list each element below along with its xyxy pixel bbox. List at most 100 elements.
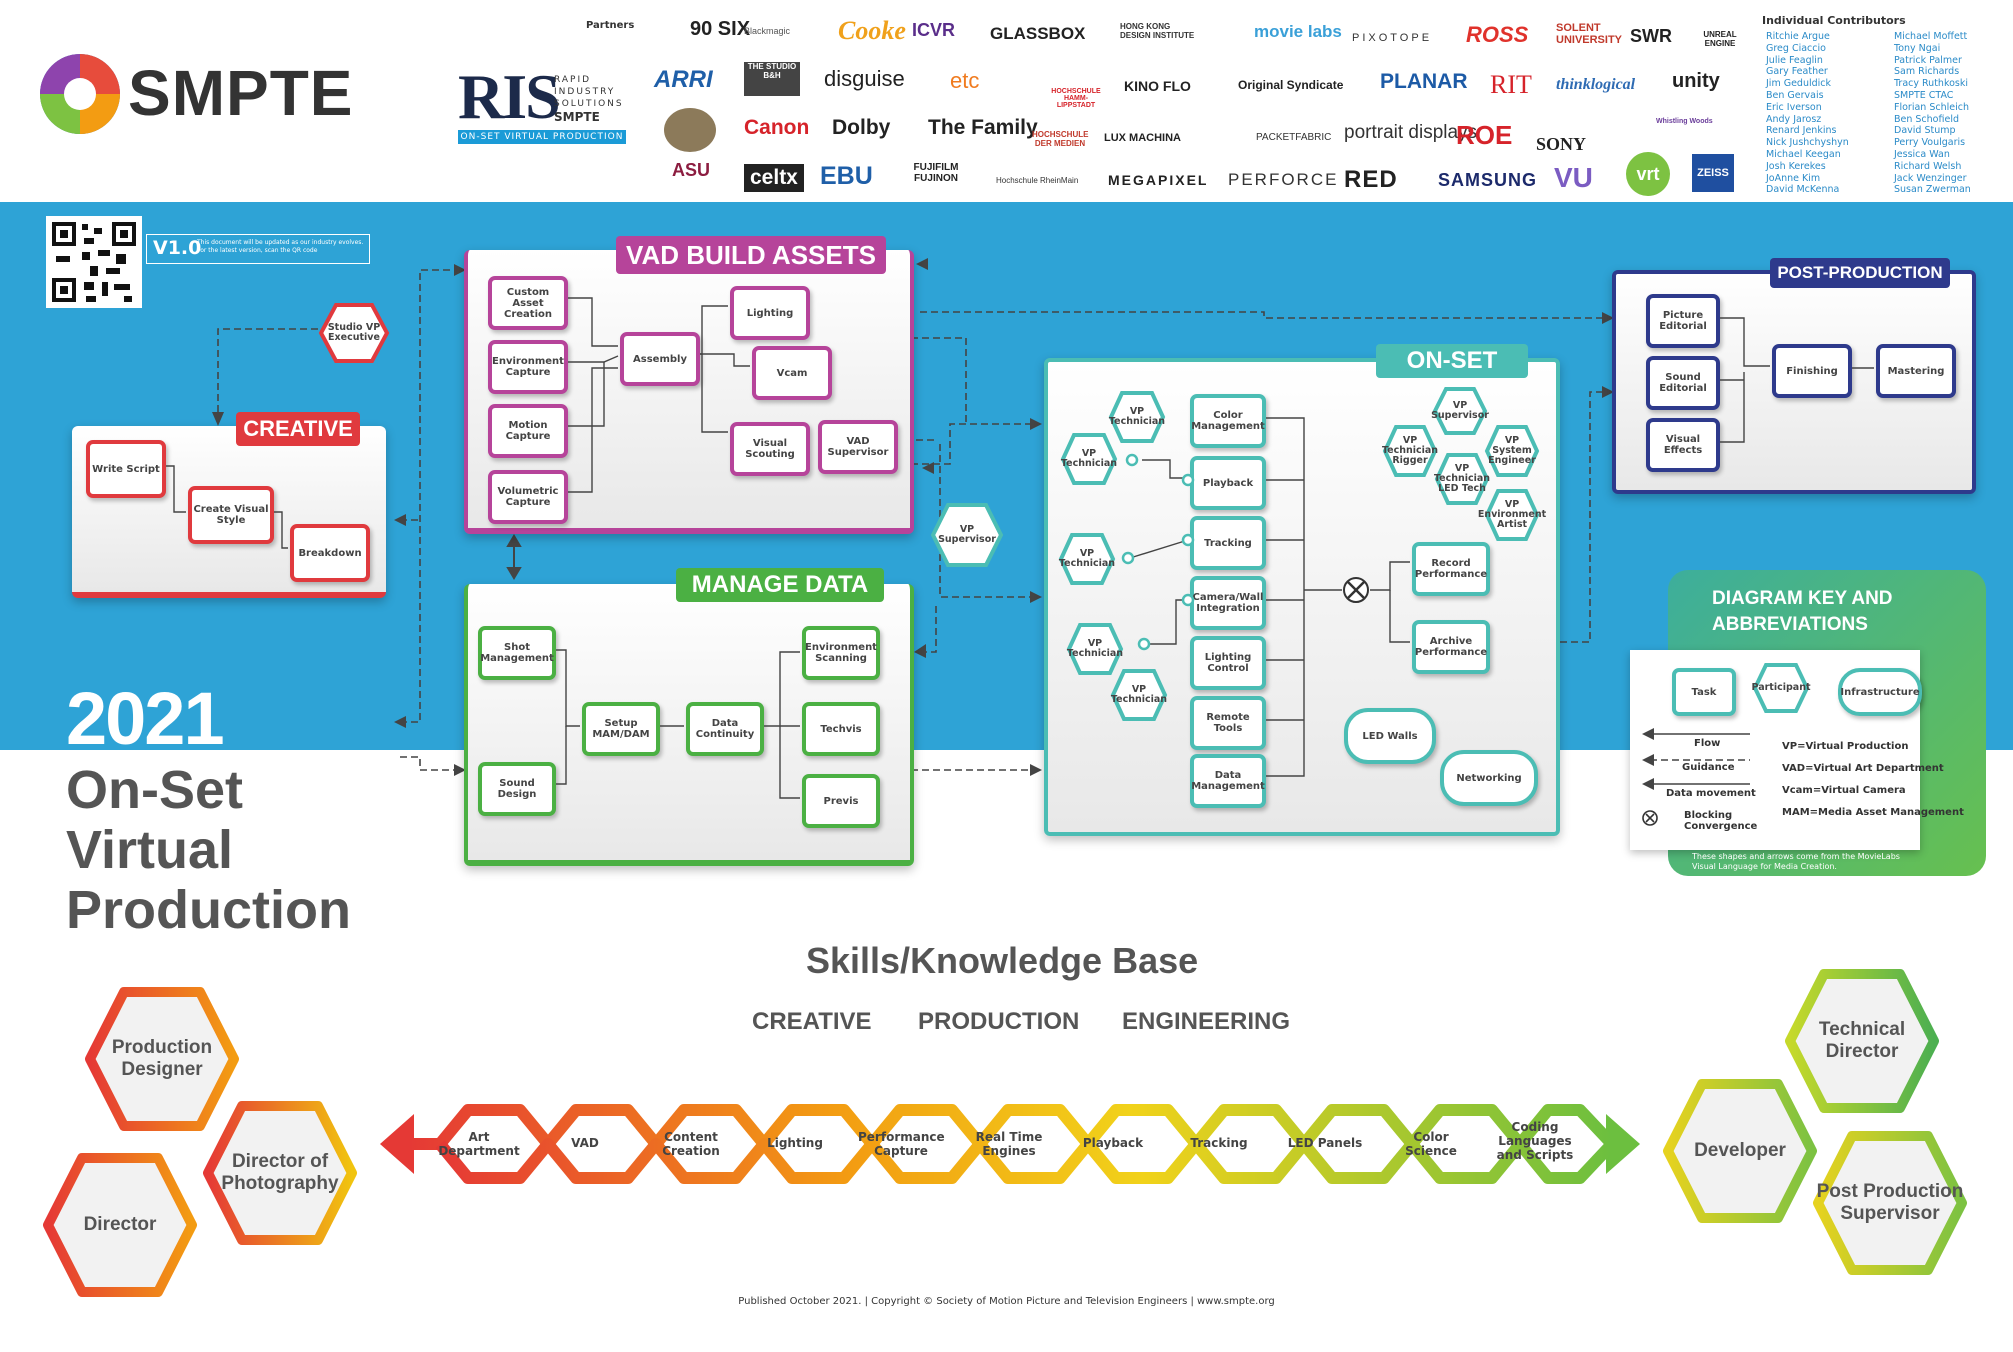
- partner-kinoflo[interactable]: KINO FLO: [1124, 78, 1191, 94]
- partner-hs-rheinmain[interactable]: Hochschule RheinMain: [996, 176, 1079, 185]
- partner-the-family[interactable]: The Family: [928, 116, 1038, 139]
- participant-vp-technician[interactable]: VP Technician: [1110, 668, 1168, 722]
- partner-icvr[interactable]: ICVR: [912, 20, 956, 40]
- partner-perforce[interactable]: PERFORCE: [1228, 170, 1339, 189]
- task-sound-editorial[interactable]: Sound Editorial: [1646, 356, 1720, 410]
- task-lighting-control[interactable]: Lighting Control: [1190, 636, 1266, 690]
- partner-movielabs[interactable]: movie labs: [1254, 22, 1342, 41]
- participant-vp-technician[interactable]: VP Technician: [1060, 432, 1118, 486]
- task-visual-scouting[interactable]: Visual Scouting: [730, 422, 810, 476]
- partner-vu[interactable]: VU: [1554, 162, 1593, 193]
- participant-vp-environment-artist[interactable]: VP Environment Artist: [1478, 488, 1546, 542]
- partner-disguise[interactable]: disguise: [824, 66, 905, 91]
- task-mastering[interactable]: Mastering: [1876, 344, 1956, 398]
- smpte-logo[interactable]: [38, 52, 398, 142]
- task-lighting[interactable]: Lighting: [730, 286, 810, 340]
- task-vcam[interactable]: Vcam: [752, 346, 832, 400]
- partner-original-syndicate[interactable]: Original Syndicate: [1238, 78, 1344, 92]
- task-write-script[interactable]: Write Script: [86, 440, 166, 498]
- task-assembly[interactable]: Assembly: [620, 332, 700, 386]
- participant-vp-technician-rigger[interactable]: VP Technician Rigger: [1382, 424, 1438, 478]
- task-picture-editorial[interactable]: Picture Editorial: [1646, 294, 1720, 348]
- task-finishing[interactable]: Finishing: [1772, 344, 1852, 398]
- task-custom-asset-creation[interactable]: Custom Asset Creation: [488, 276, 568, 330]
- participant-vp-system-engineer[interactable]: VP System Engineer: [1484, 424, 1540, 478]
- role-developer[interactable]: Developer: [1662, 1078, 1818, 1224]
- participant-vp-technician-led[interactable]: VP Technician LED Tech: [1434, 452, 1490, 506]
- partner-vrt[interactable]: vrt: [1626, 152, 1670, 196]
- role-technical-director[interactable]: Technical Director: [1784, 968, 1940, 1114]
- partner-seal-icon[interactable]: [664, 108, 716, 152]
- partner-rit[interactable]: RIT: [1490, 70, 1532, 99]
- partner-canon[interactable]: Canon: [744, 116, 810, 139]
- participant-studio-vp-executive[interactable]: Studio VP Executive: [318, 302, 390, 364]
- role-director-of-photography[interactable]: Director of Photography: [202, 1100, 358, 1246]
- task-create-visual-style[interactable]: Create Visual Style: [188, 486, 274, 544]
- task-environment-capture[interactable]: Environment Capture: [488, 340, 568, 394]
- partner-cooke[interactable]: Cooke: [838, 16, 906, 45]
- partner-studio-bh[interactable]: THE STUDIO B&H: [744, 62, 800, 96]
- role-post-production-supervisor[interactable]: Post Production Supervisor: [1812, 1130, 1968, 1276]
- partner-red[interactable]: RED: [1344, 166, 1398, 193]
- qr-code-icon[interactable]: [46, 216, 142, 308]
- task-visual-effects[interactable]: Visual Effects: [1646, 418, 1720, 472]
- infra-networking[interactable]: Networking: [1440, 750, 1538, 806]
- partner-portrait-displays[interactable]: portrait displays: [1344, 122, 1478, 143]
- partner-roe[interactable]: ROE: [1456, 120, 1513, 150]
- task-sound-design[interactable]: Sound Design: [478, 762, 556, 816]
- partner-hkdi[interactable]: HONG KONG DESIGN INSTITUTE: [1120, 22, 1195, 40]
- task-data-continuity[interactable]: Data Continuity: [686, 702, 764, 756]
- role-director[interactable]: Director: [42, 1152, 198, 1298]
- partner-megapixel[interactable]: MEGAPIXEL: [1108, 172, 1209, 188]
- partner-whistling-woods[interactable]: Whistling Woods: [1656, 118, 1713, 125]
- task-environment-scanning[interactable]: Environment Scanning: [802, 626, 880, 680]
- participant-vp-technician[interactable]: VP Technician: [1108, 390, 1166, 444]
- partner-blackmagic[interactable]: Blackmagic: [744, 26, 791, 36]
- partner-packetfabric[interactable]: PACKETFABRIC: [1256, 132, 1332, 143]
- task-breakdown[interactable]: Breakdown: [290, 524, 370, 582]
- partner-ebu[interactable]: EBU: [820, 162, 873, 190]
- partner-swr[interactable]: SWR: [1630, 26, 1672, 46]
- partner-pixotope[interactable]: PIXOTOPE: [1352, 32, 1433, 44]
- partner-90six[interactable]: 90 SIX: [690, 18, 751, 40]
- participant-vp-technician[interactable]: VP Technician: [1058, 532, 1116, 586]
- partner-dolby[interactable]: Dolby: [832, 116, 891, 139]
- task-motion-capture[interactable]: Motion Capture: [488, 404, 568, 458]
- task-camera-wall-integration[interactable]: Camera/Wall Integration: [1190, 576, 1266, 630]
- partner-glassbox[interactable]: GLASSBOX: [990, 24, 1086, 43]
- partner-arri[interactable]: ARRI: [654, 66, 713, 93]
- task-vad-supervisor[interactable]: VAD Supervisor: [818, 420, 898, 474]
- participant-vp-supervisor-onset[interactable]: VP Supervisor: [1431, 386, 1489, 436]
- task-shot-management[interactable]: Shot Management: [478, 626, 556, 680]
- partner-thinklogical[interactable]: thinklogical: [1556, 76, 1636, 93]
- task-volumetric-capture[interactable]: Volumetric Capture: [488, 470, 568, 524]
- partner-hdm[interactable]: HOCHSCHULE DER MEDIEN: [1032, 130, 1089, 148]
- infra-led-walls[interactable]: LED Walls: [1344, 708, 1436, 764]
- partner-planar[interactable]: PLANAR: [1380, 70, 1468, 93]
- task-remote-tools[interactable]: Remote Tools: [1190, 696, 1266, 750]
- task-setup-mam-dam[interactable]: Setup MAM/DAM: [582, 702, 660, 756]
- ris-logo[interactable]: RIS RAPID INDUSTRY SOLUTIONS SMPTE ON-SE…: [458, 60, 626, 146]
- task-archive-performance[interactable]: Archive Performance: [1412, 620, 1490, 674]
- partner-solent[interactable]: SOLENT UNIVERSITY: [1556, 22, 1623, 46]
- task-previs[interactable]: Previs: [802, 774, 880, 828]
- partner-sony[interactable]: SONY: [1536, 134, 1587, 154]
- participant-vp-technician[interactable]: VP Technician: [1066, 622, 1124, 676]
- partner-asu[interactable]: ASU: [672, 160, 711, 180]
- partner-unity[interactable]: unity: [1672, 70, 1720, 92]
- role-production-designer[interactable]: Production Designer: [84, 986, 240, 1132]
- task-color-management[interactable]: Color Management: [1190, 394, 1266, 448]
- partner-fujifilm[interactable]: FUJIFILM FUJINON: [913, 162, 959, 184]
- task-playback[interactable]: Playback: [1190, 456, 1266, 510]
- partner-lux-machina[interactable]: LUX MACHINA: [1104, 132, 1181, 144]
- partner-hamm-lippstadt[interactable]: HOCHSCHULE HAMM-LIPPSTADT: [1051, 88, 1101, 109]
- task-data-management[interactable]: Data Management: [1190, 754, 1266, 808]
- task-techvis[interactable]: Techvis: [802, 702, 880, 756]
- partner-samsung[interactable]: SAMSUNG: [1438, 170, 1538, 190]
- task-record-performance[interactable]: Record Performance: [1412, 542, 1490, 596]
- partner-celtx[interactable]: celtx: [744, 164, 804, 192]
- partner-ross[interactable]: ROSS: [1466, 22, 1529, 47]
- partner-unreal[interactable]: UNREAL ENGINE: [1703, 30, 1737, 48]
- partner-zeiss[interactable]: ZEISS: [1692, 154, 1734, 192]
- participant-vp-supervisor[interactable]: VP Supervisor: [930, 502, 1004, 568]
